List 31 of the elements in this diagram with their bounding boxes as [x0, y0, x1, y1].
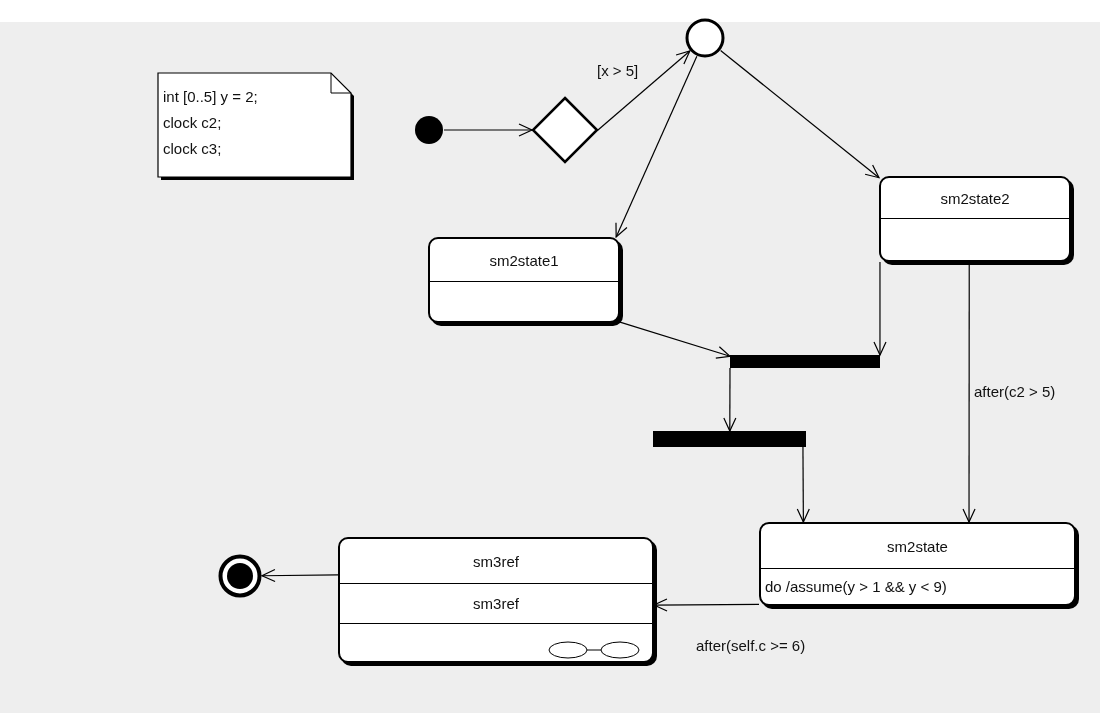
state-box — [759, 522, 1076, 606]
transition-arrow — [261, 568, 339, 583]
transition-arrow — [619, 321, 731, 359]
note-text: int [0..5] y = 2; — [163, 87, 258, 107]
note-text: clock c3; — [163, 139, 222, 159]
state-box — [879, 176, 1071, 262]
initial-state-dot — [414, 115, 444, 145]
transition-arrow — [720, 49, 880, 179]
transition-arrow — [597, 50, 691, 131]
state-box — [428, 237, 620, 323]
edge-label: after(c2 > 5) — [973, 383, 1057, 400]
state-name: sm2state1 — [489, 251, 559, 269]
transition-arrow — [615, 55, 698, 238]
state-action: do /assume(y > 1 && y < 9) — [764, 578, 947, 595]
transition-arrow — [796, 446, 810, 523]
state-box — [338, 537, 654, 663]
note-text: clock c2; — [163, 113, 222, 133]
state-name: sm3ref — [473, 552, 519, 570]
sync-bar — [730, 355, 880, 368]
final-state-icon — [218, 554, 262, 598]
choice-diamond — [532, 97, 598, 163]
edge-label: after(self.c >= 6) — [695, 637, 807, 654]
transition-arrow — [873, 261, 887, 356]
junction-circle — [685, 18, 725, 58]
sync-bar — [653, 431, 806, 447]
transition-arrow — [723, 367, 737, 432]
state-action: sm3ref — [473, 595, 519, 612]
state-name: sm2state — [887, 537, 948, 555]
transition-arrow — [443, 123, 533, 137]
state-name: sm2state2 — [940, 189, 1010, 207]
edge-label: [x > 5] — [596, 62, 640, 79]
